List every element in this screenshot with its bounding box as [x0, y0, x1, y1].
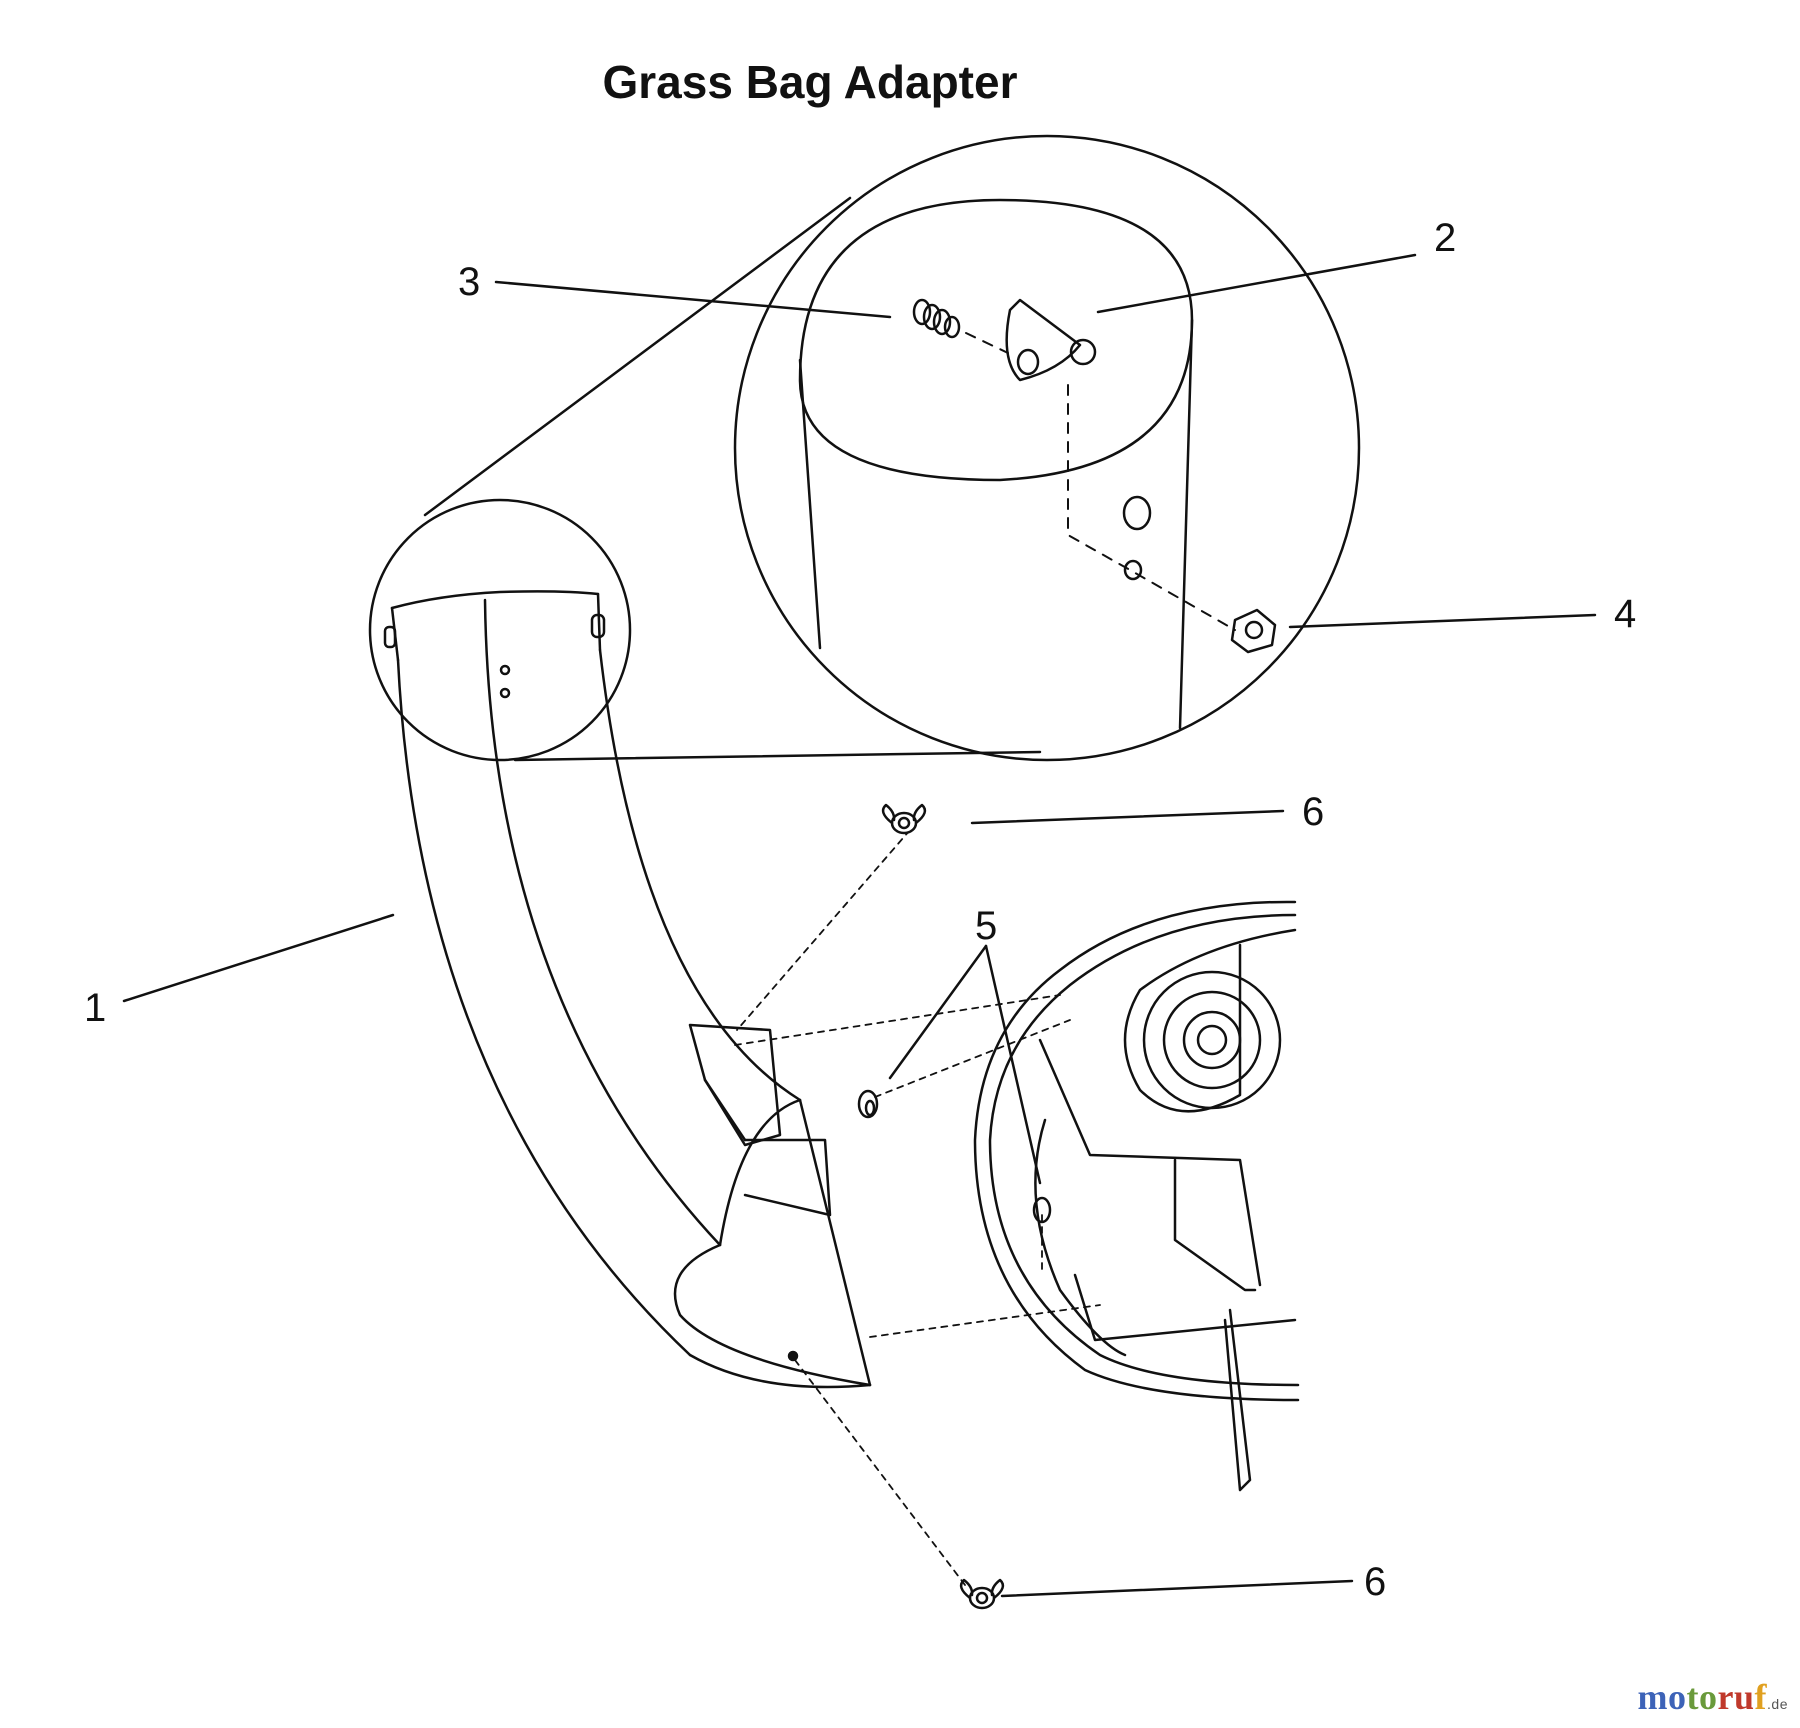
deck-spindle	[1198, 1026, 1226, 1054]
bolt-right	[1034, 1198, 1050, 1222]
dashed-pin-to-hole	[1068, 385, 1235, 630]
detail-circle-large	[735, 136, 1359, 760]
dashed-bolt-to-deck	[875, 1020, 1070, 1097]
detail-hole-lower	[1125, 561, 1141, 579]
chute-hole-lower	[501, 689, 509, 697]
callout-6-upper: 6	[1302, 790, 1325, 834]
callout-2: 2	[1434, 216, 1457, 260]
magnifier-connector-lower	[515, 752, 1040, 760]
detail-hole-upper	[1124, 497, 1150, 529]
dashed-deflector-to-deck	[735, 995, 1060, 1045]
leader-line-2	[1098, 255, 1415, 312]
callout-3: 3	[458, 260, 481, 304]
leader-line-6a	[972, 811, 1283, 823]
watermark-logo: motoruf.de	[1637, 1677, 1788, 1717]
deflector-bracket	[690, 1025, 830, 1215]
mower-deck	[975, 902, 1298, 1490]
detail-spring	[914, 300, 959, 337]
tube-pin-left	[385, 627, 395, 647]
tube-pin-right	[592, 615, 604, 637]
detail-circle-small	[370, 500, 630, 760]
detail-hitch-pin	[1007, 300, 1095, 380]
magnifier-connector-upper	[425, 198, 850, 515]
dashed-bottom-to-deck	[870, 1305, 1100, 1337]
wing-nut-upper	[883, 805, 925, 833]
dashed-spring-to-pin	[966, 333, 1008, 353]
leader-line-6b	[1002, 1581, 1352, 1596]
chute-hole-bottom	[789, 1352, 797, 1360]
callout-5: 5	[975, 904, 998, 948]
diagram-title: Grass Bag Adapter	[602, 56, 1018, 108]
bolt-left	[859, 1091, 877, 1117]
leader-line-3	[496, 282, 890, 317]
callout-6-lower: 6	[1364, 1560, 1387, 1604]
wing-nut-lower	[961, 1580, 1003, 1608]
chute-tube	[392, 591, 870, 1387]
chute-hole-upper	[501, 666, 509, 674]
detail-tube-top	[800, 200, 1192, 728]
leader-line-1	[124, 915, 393, 1001]
dashed-wingnut-lower	[795, 1360, 965, 1585]
callout-4: 4	[1614, 592, 1637, 636]
dashed-wingnut-upper	[737, 830, 910, 1030]
detail-nut	[1232, 610, 1275, 652]
leader-line-5b	[986, 946, 1040, 1183]
leader-line-4	[1290, 615, 1595, 627]
callout-1: 1	[84, 986, 107, 1030]
leader-line-5a	[890, 946, 986, 1078]
